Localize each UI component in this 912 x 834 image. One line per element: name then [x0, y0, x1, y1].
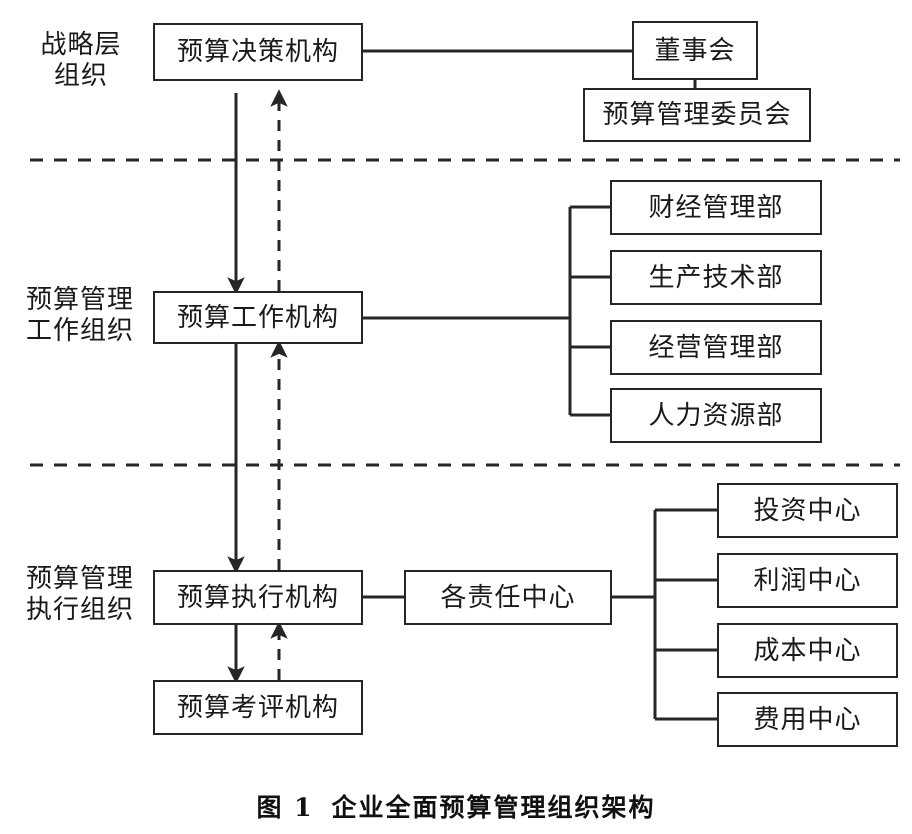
tier-label-execution: 预算管理 执行组织: [25, 564, 134, 625]
node-budget-work-body[interactable]: 预算工作机构: [153, 291, 363, 344]
tier-label-management: 预算管理 工作组织: [25, 285, 134, 346]
tier-label-strategy: 战略层 组织: [40, 30, 122, 91]
node-department-operations[interactable]: 经营管理部: [610, 320, 822, 375]
figure-caption-title: 企业全面预算管理组织架构: [331, 793, 656, 822]
node-department-human-resources[interactable]: 人力资源部: [610, 388, 822, 443]
node-budget-management-committee[interactable]: 预算管理委员会: [583, 88, 811, 142]
node-budget-appraisal-body[interactable]: 预算考评机构: [153, 680, 363, 735]
node-center-investment[interactable]: 投资中心: [717, 483, 898, 538]
node-center-profit[interactable]: 利润中心: [717, 553, 898, 608]
node-budget-decision-body[interactable]: 预算决策机构: [153, 23, 363, 81]
node-budget-execution-body[interactable]: 预算执行机构: [153, 570, 363, 625]
figure-caption: 图 1 企业全面预算管理组织架构: [0, 788, 912, 824]
node-center-cost[interactable]: 成本中心: [717, 623, 898, 678]
figure-caption-number: 图 1: [256, 793, 314, 822]
node-department-production[interactable]: 生产技术部: [610, 250, 822, 305]
node-board-of-directors[interactable]: 董事会: [632, 21, 758, 80]
node-department-finance[interactable]: 财经管理部: [610, 180, 822, 235]
node-center-expense[interactable]: 费用中心: [717, 692, 898, 747]
node-responsibility-centers[interactable]: 各责任中心: [404, 570, 612, 625]
